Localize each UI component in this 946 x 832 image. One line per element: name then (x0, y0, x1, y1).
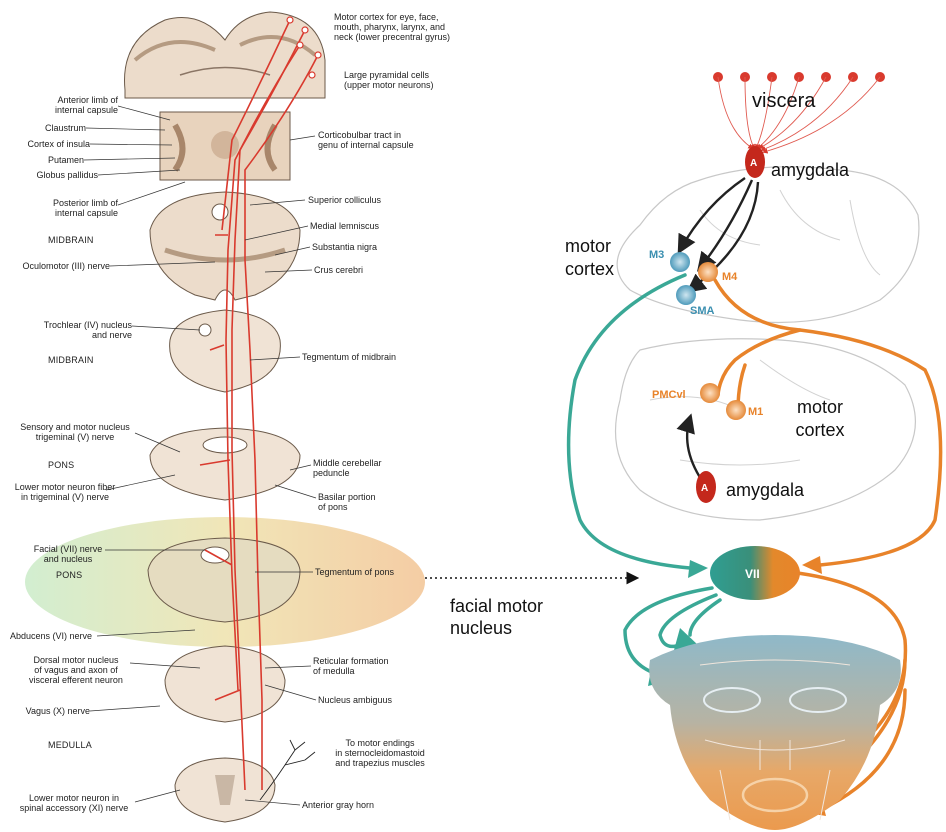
viscera-to-amygdala-lines (718, 77, 880, 152)
label-basilar-pons: Basilar portion of pons (318, 492, 418, 512)
brain-sulci-top (700, 190, 880, 275)
amygdala-bottom-label: amygdala (726, 480, 804, 501)
label-claustrum: Claustrum (10, 123, 86, 133)
label-trigeminal-fiber: Lower motor neuron fiber in trigeminal (… (10, 482, 120, 502)
label-anterior-gray-horn: Anterior gray horn (302, 800, 412, 810)
label-trochlear: Trochlear (IV) nucleus and nerve (10, 320, 132, 340)
m4-node (698, 262, 718, 282)
label-globus-pallidus: Globus pallidus (10, 170, 98, 180)
m3-node (670, 252, 690, 272)
label-vagus: Vagus (X) nerve (10, 706, 90, 716)
viscera-label: viscera (752, 90, 815, 113)
label-substantia-nigra: Substantia nigra (312, 242, 412, 252)
label-spinal-accessory: Lower motor neuron in spinal accessory (… (12, 793, 136, 813)
spinal-cord-section (175, 758, 275, 822)
label-anterior-limb: Anterior limb of internal capsule (10, 95, 118, 115)
label-abducens: Abducens (VI) nerve (10, 631, 100, 641)
label-medial-lemniscus: Medial lemniscus (310, 221, 410, 231)
label-putamen: Putamen (10, 155, 84, 165)
label-middle-cerebellar: Middle cerebellar peduncle (313, 458, 413, 478)
label-nucleus-ambiguus: Nucleus ambiguus (318, 695, 418, 705)
label-posterior-limb: Posterior limb of internal capsule (10, 198, 118, 218)
amygdala-to-cortex-arrows (680, 178, 758, 485)
label-motor-endings: To motor endings in sternocleidomastoid … (320, 738, 440, 768)
label-superior-colliculus: Superior colliculus (308, 195, 408, 205)
header-midbrain-1: MIDBRAIN (48, 235, 94, 245)
label-facial-nerve: Facial (VII) nerve and nucleus (28, 544, 108, 564)
vii-label: VII (745, 567, 760, 581)
midbrain-section-lower (170, 310, 281, 392)
label-trigeminal-nucleus: Sensory and motor nucleus trigeminal (V)… (10, 422, 140, 442)
m1-label: M1 (748, 406, 763, 418)
amygdala-top-label: amygdala (771, 160, 849, 181)
sma-node (676, 285, 696, 305)
label-corticobulbar: Corticobulbar tract in genu of internal … (318, 130, 438, 150)
amygdala-bottom-letter: A (701, 483, 708, 494)
m4-label: M4 (722, 271, 738, 283)
pons-section-upper (150, 428, 300, 500)
header-midbrain-2: MIDBRAIN (48, 355, 94, 365)
medulla-section (165, 646, 285, 722)
amygdala-top-letter: A (750, 158, 757, 169)
header-pons-2: PONS (56, 570, 82, 580)
m3-label: M3 (649, 249, 664, 261)
m1-node (726, 400, 746, 420)
label-dorsal-motor-vagus: Dorsal motor nucleus of vagus and axon o… (16, 655, 136, 685)
cortex-section (125, 12, 326, 98)
label-reticular-formation: Reticular formation of medulla (313, 656, 413, 676)
pmcvl-label: PMCvl (652, 389, 686, 401)
header-medulla: MEDULLA (48, 740, 92, 750)
motor-cortex-label: Motor cortex for eye, face, mouth, phary… (334, 12, 454, 42)
brain-outline-top (617, 167, 919, 323)
label-tegmentum-midbrain: Tegmentum of midbrain (302, 352, 422, 362)
label-tegmentum-pons: Tegmentum of pons (315, 567, 425, 577)
label-cortex-insula: Cortex of insula (10, 139, 90, 149)
motor-cortex-bottom-label: motor cortex (790, 396, 850, 442)
facial-motor-nucleus-label: facial motor nucleus (450, 595, 543, 639)
facial-muscles (649, 635, 901, 830)
label-crus-cerebri: Crus cerebri (314, 265, 414, 275)
pmcvl-node (700, 383, 720, 403)
sma-label: SMA (690, 305, 715, 317)
label-oculomotor: Oculomotor (III) nerve (10, 261, 110, 271)
motor-cortex-top-label: motor cortex (565, 235, 614, 281)
pyramidal-cells-label: Large pyramidal cells (upper motor neuro… (344, 70, 454, 90)
header-pons-1: PONS (48, 460, 74, 470)
